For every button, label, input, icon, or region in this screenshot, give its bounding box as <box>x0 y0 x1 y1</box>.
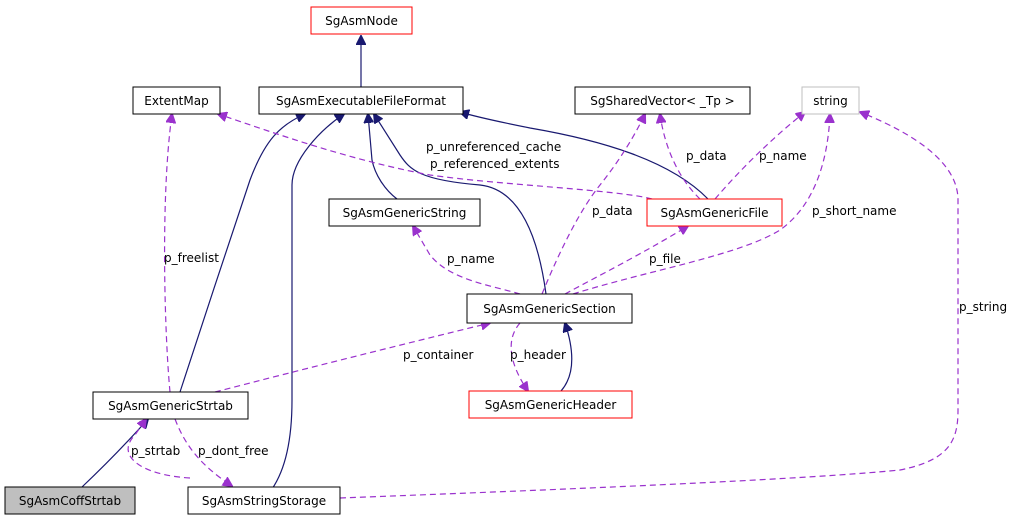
edge-file-to-extentmap <box>218 114 653 200</box>
label-p-name-section: p_name <box>447 252 495 266</box>
label-p-file: p_file <box>649 252 681 266</box>
node-extent-map[interactable]: ExtentMap <box>132 86 221 115</box>
node-executable-file-format-label: SgAsmExecutableFileFormat <box>276 94 446 108</box>
label-p-data-file: p_data <box>686 149 727 163</box>
usage-edges <box>127 112 959 499</box>
label-p-name-file: p_name <box>759 149 807 163</box>
node-string[interactable]: string <box>801 86 860 115</box>
node-string-label: string <box>813 94 847 108</box>
edge-storage-to-string <box>339 112 959 499</box>
label-p-referenced-extents: p_referenced_extents <box>430 157 559 171</box>
label-p-container: p_container <box>403 348 474 362</box>
node-coff-strtab[interactable]: SgAsmCoffStrtab <box>4 486 136 515</box>
edge-strtab-to-extentmap <box>163 114 172 393</box>
label-p-header: p_header <box>510 348 566 362</box>
inheritance-edges <box>81 36 709 490</box>
node-executable-file-format[interactable]: SgAsmExecutableFileFormat <box>258 86 464 115</box>
edge-section-to-string <box>572 114 830 295</box>
node-generic-section-label: SgAsmGenericSection <box>483 302 616 316</box>
node-extent-map-label: ExtentMap <box>144 94 208 108</box>
label-p-data-section: p_data <box>592 204 633 218</box>
node-sg-asm-node-label: SgAsmNode <box>325 14 398 28</box>
label-p-freelist: p_freelist <box>164 251 219 265</box>
edge-section-to-genericstring <box>413 226 521 295</box>
node-generic-section[interactable]: SgAsmGenericSection <box>466 293 633 324</box>
edge-strtab-to-executable <box>179 114 305 393</box>
node-shared-vector[interactable]: SgSharedVector< _Tp > <box>574 86 751 115</box>
node-generic-header-label: SgAsmGenericHeader <box>485 398 617 412</box>
edge-header-to-section <box>560 323 572 392</box>
node-string-storage-label: SgAsmStringStorage <box>202 494 326 508</box>
edge-section-to-header <box>510 322 528 391</box>
node-generic-string[interactable]: SgAsmGenericString <box>328 198 481 227</box>
node-generic-strtab[interactable]: SgAsmGenericStrtab <box>92 391 249 420</box>
edge-strtab-to-storage <box>174 418 232 486</box>
node-string-storage[interactable]: SgAsmStringStorage <box>187 486 341 515</box>
label-p-string: p_string <box>959 300 1007 314</box>
node-generic-file-label: SgAsmGenericFile <box>661 206 769 220</box>
edge-section-to-executable <box>374 114 547 295</box>
edge-strtab-to-section <box>214 323 490 393</box>
edge-genericstring-to-executable <box>368 114 398 200</box>
label-p-short-name: p_short_name <box>812 204 897 218</box>
edge-file-to-executable <box>460 112 709 200</box>
edge-section-to-file <box>564 226 688 295</box>
edge-labels: p_unreferenced_cache p_referenced_extent… <box>131 140 1007 458</box>
node-generic-string-label: SgAsmGenericString <box>343 206 467 220</box>
edge-storage-to-executable <box>271 114 344 490</box>
node-generic-file[interactable]: SgAsmGenericFile <box>646 198 783 227</box>
edge-section-to-sharedvector <box>541 114 645 295</box>
label-p-dont-free: p_dont_free <box>198 444 269 458</box>
edge-file-to-sharedvector <box>660 114 701 200</box>
label-p-unreferenced-cache: p_unreferenced_cache <box>426 140 561 154</box>
node-generic-header[interactable]: SgAsmGenericHeader <box>468 390 633 419</box>
edge-file-to-string <box>714 112 805 200</box>
node-generic-strtab-label: SgAsmGenericStrtab <box>108 399 233 413</box>
label-p-strtab: p_strtab <box>131 444 180 458</box>
node-coff-strtab-label: SgAsmCoffStrtab <box>19 494 121 508</box>
node-shared-vector-label: SgSharedVector< _Tp > <box>590 94 734 108</box>
node-sg-asm-node[interactable]: SgAsmNode <box>310 6 413 35</box>
